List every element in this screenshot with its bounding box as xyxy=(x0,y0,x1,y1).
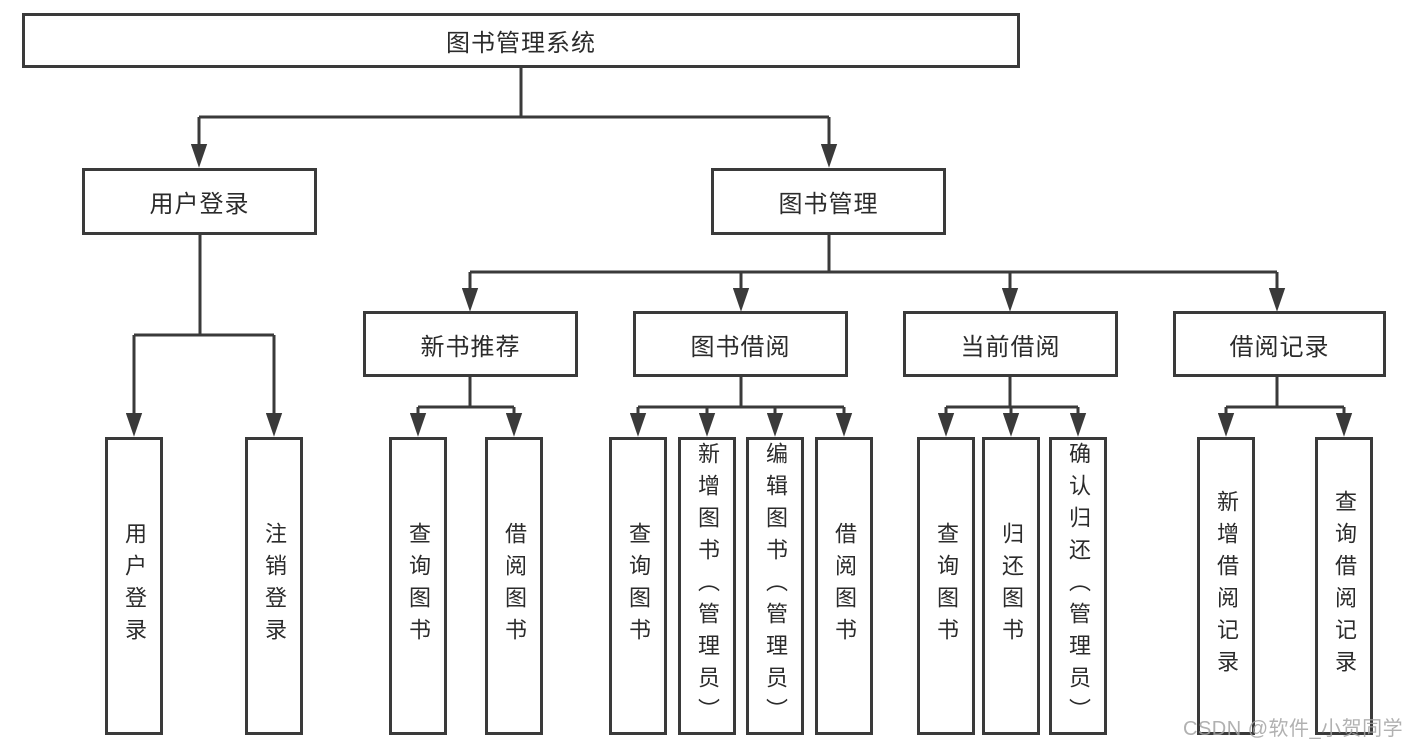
leaf-borrow-books-recommendation-label: 借阅图书 xyxy=(502,522,527,650)
leaf-query-books-borrowing: 查询图书 xyxy=(609,437,667,735)
node-book-management-label: 图书管理 xyxy=(778,191,879,218)
leaf-edit-books-admin: 编辑图书（管理员） xyxy=(746,437,804,735)
leaf-query-borrow-record: 查询借阅记录 xyxy=(1315,437,1373,735)
leaf-borrow-books-recommendation: 借阅图书 xyxy=(485,437,543,735)
node-current-borrowing: 当前借阅 xyxy=(903,311,1118,377)
leaf-logout-label: 注销登录 xyxy=(262,522,287,650)
leaf-borrow-books-borrowing-label: 借阅图书 xyxy=(832,522,857,650)
node-new-book-recommendation: 新书推荐 xyxy=(363,311,578,377)
leaf-query-books-current-label: 查询图书 xyxy=(934,522,959,650)
leaf-edit-books-admin-label: 编辑图书（管理员） xyxy=(763,442,788,730)
node-borrowing-records: 借阅记录 xyxy=(1173,311,1386,377)
node-root-system-label: 图书管理系统 xyxy=(446,30,596,57)
leaf-borrow-books-borrowing: 借阅图书 xyxy=(815,437,873,735)
leaf-logout: 注销登录 xyxy=(245,437,303,735)
leaf-query-books-recommendation-label: 查询图书 xyxy=(406,522,431,650)
leaf-confirm-return-admin: 确认归还（管理员） xyxy=(1049,437,1107,735)
node-new-book-recommendation-label: 新书推荐 xyxy=(420,333,521,361)
leaf-user-login-label: 用户登录 xyxy=(122,522,147,650)
node-user-login: 用户登录 xyxy=(82,168,317,235)
leaf-return-books-label: 归还图书 xyxy=(999,522,1024,650)
csdn-watermark: CSDN @软件_小贺同学 xyxy=(1183,718,1404,740)
leaf-return-books: 归还图书 xyxy=(982,437,1040,735)
leaf-add-borrow-record: 新增借阅记录 xyxy=(1197,437,1255,735)
node-book-borrowing-label: 图书借阅 xyxy=(690,333,791,361)
leaf-query-books-recommendation: 查询图书 xyxy=(389,437,447,735)
node-book-management: 图书管理 xyxy=(711,168,946,235)
leaf-confirm-return-admin-label: 确认归还（管理员） xyxy=(1066,442,1091,730)
leaf-add-books-admin-label: 新增图书（管理员） xyxy=(695,442,720,730)
leaf-add-books-admin: 新增图书（管理员） xyxy=(678,437,736,735)
node-book-borrowing: 图书借阅 xyxy=(633,311,848,377)
leaf-user-login: 用户登录 xyxy=(105,437,163,735)
leaf-query-borrow-record-label: 查询借阅记录 xyxy=(1332,490,1357,682)
node-root-system: 图书管理系统 xyxy=(22,13,1020,68)
node-current-borrowing-label: 当前借阅 xyxy=(960,333,1061,361)
leaf-query-books-borrowing-label: 查询图书 xyxy=(626,522,651,650)
node-borrowing-records-label: 借阅记录 xyxy=(1229,333,1330,361)
leaf-query-books-current: 查询图书 xyxy=(917,437,975,735)
node-user-login-label: 用户登录 xyxy=(149,191,250,218)
leaf-add-borrow-record-label: 新增借阅记录 xyxy=(1214,490,1239,682)
